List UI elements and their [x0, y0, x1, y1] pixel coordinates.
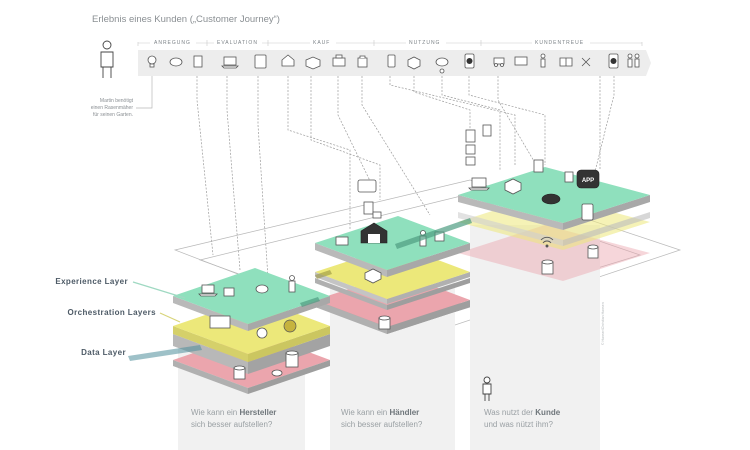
package-icon [305, 56, 321, 70]
question-kunde: Was nutzt der Kunde und was nützt ihm? [484, 408, 561, 429]
layer-beams [300, 218, 472, 307]
phase-kauf: KAUF [313, 40, 330, 46]
question-haendler: Wie kann ein Händler sich besser aufstel… [341, 408, 423, 429]
panel-kunde [470, 225, 600, 450]
phase-labels: ANREGUNG EVALUATION KAUF NUTZUNG KUNDENT… [150, 39, 590, 46]
tablet-icon [254, 54, 267, 69]
kunde-floating-doc2-icon [482, 124, 492, 137]
kunde-app-icon: APP [576, 169, 600, 189]
haendler-register-icon [335, 236, 349, 246]
kunde-database-icon [541, 259, 554, 275]
svg-text:APP: APP [582, 178, 594, 184]
haendler-floating-phone-icon [363, 201, 374, 215]
tools-icon [581, 57, 591, 67]
note-connector [136, 72, 153, 109]
kunde-laptop-icon [468, 177, 490, 191]
kunde-phone-icon [581, 203, 594, 221]
hersteller-doc-icon [223, 287, 235, 297]
speech-bubble-icon [169, 57, 183, 67]
svg-text:Wie kann ein Hersteller: Wie kann ein Hersteller [191, 408, 276, 417]
cash-register-icon [332, 54, 346, 67]
mower-icon [493, 57, 505, 67]
hersteller-bubble-icon [255, 284, 269, 294]
haendler-store-icon [360, 222, 388, 244]
kunde-wifi-icon [540, 236, 554, 248]
svg-text:für seinen Garten.: für seinen Garten. [93, 112, 133, 118]
phone-icon [387, 54, 396, 68]
kunde-parcel-icon [504, 178, 522, 195]
svg-text:sich besser aufstellen?: sich besser aufstellen? [341, 420, 423, 429]
label-data-layer: Data Layer [81, 348, 126, 357]
kunde-person-icon [482, 376, 492, 401]
kunde-screen-icon [564, 171, 574, 183]
diagram-title: Erlebnis eines Kunden („Customer Journey… [92, 14, 280, 25]
layer-pointers [128, 281, 202, 361]
hersteller-machine-icon [209, 315, 231, 329]
stack-kunde: APP [458, 124, 650, 281]
hersteller-laptop-icon [198, 284, 218, 297]
hersteller-database-icon [233, 365, 246, 380]
stack-hersteller [173, 268, 330, 394]
hersteller-globe-icon [256, 327, 268, 339]
haendler-floating-bubble-icon [357, 179, 377, 193]
hersteller-person-icon [288, 275, 296, 293]
person-small-icon [540, 53, 546, 68]
app-phone-2-icon [608, 53, 619, 69]
label-experience-layer: Experience Layer [55, 277, 128, 286]
haendler-experience-layer [315, 216, 470, 270]
label-orchestration-layers: Orchestration Layers [68, 308, 157, 317]
kunde-data-layer [458, 225, 650, 281]
haendler-floating-tag-icon [372, 211, 382, 219]
kunde-database-2-icon [587, 244, 599, 259]
svg-text:sich besser aufstellen?: sich besser aufstellen? [191, 420, 273, 429]
robot-mower-icon [435, 57, 449, 74]
hersteller-pipe-icon [271, 369, 283, 377]
svg-text:Wie kann ein Händler: Wie kann ein Händler [341, 408, 419, 417]
lightbulb-icon [147, 55, 157, 68]
app-phone-icon [464, 53, 475, 69]
shopping-bag-icon [357, 55, 368, 68]
haendler-package-icon [364, 268, 382, 284]
customer-person-icon [100, 40, 114, 78]
service-van-icon [514, 56, 528, 66]
svg-text:Martin benötigt: Martin benötigt [100, 98, 134, 104]
book-icon [559, 57, 573, 67]
svg-text:und was nützt ihm?: und was nützt ihm? [484, 420, 553, 429]
phase-evaluation: EVALUATION [217, 40, 258, 46]
hersteller-seal-icon [283, 319, 297, 333]
phase-anregung: ANREGUNG [154, 40, 191, 46]
store-icon [281, 54, 295, 67]
hersteller-experience-layer [173, 268, 330, 324]
journey-icons [147, 53, 640, 74]
people-icon [627, 53, 640, 68]
question-hersteller: Wie kann ein Hersteller sich besser aufs… [191, 408, 276, 429]
stack-haendler [315, 179, 470, 334]
copyright-note: © Hanser/Christian Hansen [601, 302, 605, 345]
hersteller-database-2-icon [285, 350, 299, 368]
parcel-open-icon [407, 56, 421, 70]
kunde-document-icon [533, 159, 544, 173]
person-note: Martin benötigt einen Rasenmäher für sei… [91, 98, 134, 118]
svg-text:einen Rasenmäher: einen Rasenmäher [91, 105, 134, 111]
haendler-database-icon [378, 315, 391, 330]
phase-nutzung: NUTZUNG [409, 40, 440, 46]
kunde-mower-icon [541, 193, 561, 205]
kunde-floating-docs-icon [465, 129, 476, 166]
phase-kundentreue: KUNDENTREUE [535, 40, 584, 46]
laptop-icon [221, 56, 239, 69]
document-icon [193, 55, 203, 68]
journey-connectors [196, 76, 615, 279]
svg-text:Was nutzt der Kunde: Was nutzt der Kunde [484, 408, 561, 417]
